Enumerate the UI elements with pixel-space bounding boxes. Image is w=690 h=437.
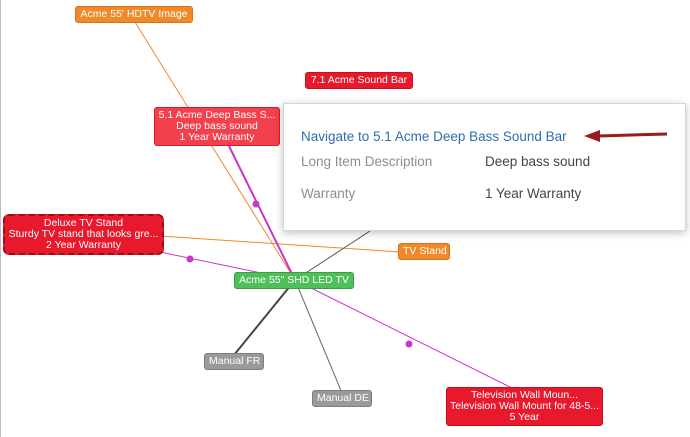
node-label: Acme 55" SHD LED TV — [239, 274, 349, 286]
node-description: Sturdy TV stand that looks gre... — [8, 228, 159, 240]
edge-tv-stand — [159, 235, 401, 253]
node-manual-de[interactable]: Manual DE — [312, 390, 372, 407]
warranty-value: 1 Year Warranty — [485, 186, 582, 201]
node-label: 5.1 Acme Deep Bass S... — [158, 109, 276, 121]
node-warranty: 1 Year Warranty — [179, 131, 255, 143]
warranty-label: Warranty — [301, 186, 356, 201]
edge-hdtv-image — [134, 21, 296, 281]
edge-manual-fr — [233, 279, 296, 356]
node-deep-bass[interactable]: 5.1 Acme Deep Bass S... Deep bass sound … — [154, 107, 280, 146]
node-warranty: 2 Year Warranty — [46, 239, 121, 251]
edge-manual-de — [294, 279, 343, 394]
edge-sound-bar — [294, 230, 371, 281]
node-hdtv-image[interactable]: Acme 55' HDTV Image — [75, 6, 193, 23]
edge-deep-bass — [227, 143, 296, 281]
node-label: Manual DE — [317, 392, 369, 404]
edge-dot — [186, 255, 194, 263]
navigate-link[interactable]: Navigate to 5.1 Acme Deep Bass Sound Bar — [301, 129, 567, 144]
long-description-label: Long Item Description — [301, 154, 433, 169]
node-label: Television Wall Moun... — [471, 389, 578, 401]
edge-wall-mount — [294, 279, 521, 393]
node-label: TV Stand — [403, 245, 447, 257]
long-description-value: Deep bass sound — [485, 154, 591, 169]
node-warranty: 5 Year — [509, 411, 540, 423]
node-label: Manual FR — [209, 355, 261, 367]
node-tv-stand[interactable]: TV Stand — [398, 243, 450, 260]
node-label: 7.1 Acme Sound Bar — [310, 74, 408, 86]
node-label: Deluxe TV Stand — [43, 217, 124, 229]
node-sound-bar-71[interactable]: 7.1 Acme Sound Bar — [305, 72, 413, 89]
node-details-tooltip: Navigate to 5.1 Acme Deep Bass Sound Bar… — [283, 103, 686, 231]
edge-dot — [252, 200, 260, 208]
node-center-tv[interactable]: Acme 55" SHD LED TV — [234, 272, 354, 289]
node-deluxe-stand[interactable]: Deluxe TV Stand Sturdy TV stand that loo… — [3, 214, 164, 255]
node-manual-fr[interactable]: Manual FR — [204, 353, 264, 370]
node-description: Television Wall Mount for 48-5... — [450, 400, 600, 412]
edge-dot — [405, 340, 413, 348]
node-wall-mount[interactable]: Television Wall Moun... Television Wall … — [446, 387, 603, 426]
node-label: Acme 55' HDTV Image — [80, 8, 188, 20]
left-border — [0, 0, 1, 437]
node-description: Deep bass sound — [176, 120, 258, 132]
